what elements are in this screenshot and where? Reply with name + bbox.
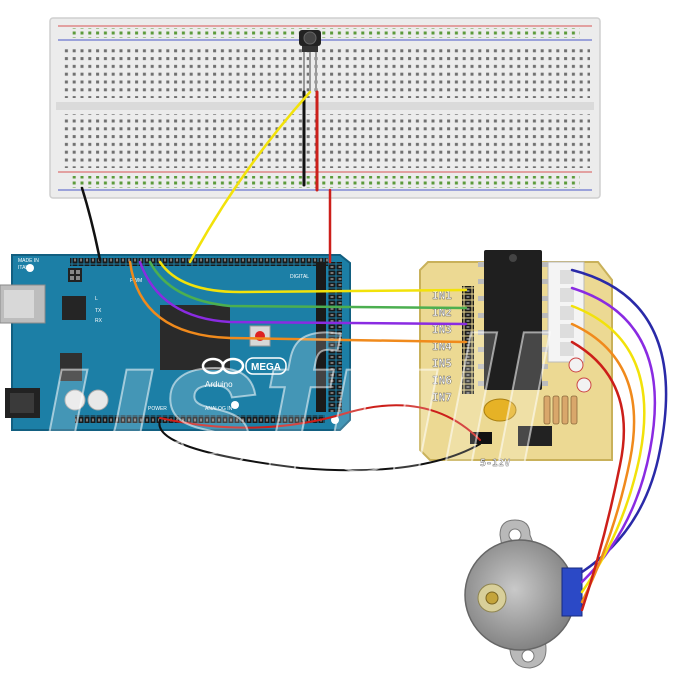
in3-wire: [138, 260, 468, 326]
breadboard: [49, 17, 601, 199]
digital-label: DIGITAL: [290, 274, 309, 280]
in5-label: IN5: [432, 357, 452, 370]
in2-label: IN2: [432, 306, 452, 319]
in2-wire: [148, 260, 468, 310]
usb-port-icon: [0, 284, 46, 324]
motor-orange-wire: [570, 322, 636, 604]
brand-label: Arduino: [205, 380, 233, 389]
in4-wire: [128, 260, 468, 344]
made-in-label: MADE IN: [18, 258, 39, 264]
stepper-motor-icon: [464, 519, 583, 669]
infinity-logo-icon: [201, 357, 245, 375]
wires: [80, 90, 668, 612]
in7-label: IN7: [432, 391, 452, 404]
model-label: MEGA: [251, 362, 281, 373]
in1-wire: [158, 260, 468, 294]
digital-header-side: [328, 262, 342, 412]
l-led-label: L: [95, 296, 98, 302]
motor-blue-wire: [570, 268, 668, 574]
digital-header-top: [70, 258, 328, 266]
driver-vcc-wire: [159, 404, 481, 441]
power-analog-header: [75, 415, 325, 423]
in3-label: IN3: [432, 323, 452, 336]
in4-label: IN4: [432, 340, 452, 353]
power-jack-icon: [5, 388, 40, 418]
tx-label: TX: [95, 308, 102, 314]
analog-in-label: ANALOG IN: [205, 406, 233, 412]
black-gnd-wire: [80, 186, 102, 262]
motor-purple-wire: [570, 286, 657, 584]
arduino-mega-board: MADE IN ITALY PWM TX RX L POWER ANALOG I…: [0, 254, 351, 431]
motor-yellow-wire: [570, 304, 646, 594]
in1-label: IN1: [432, 289, 452, 302]
driver-gnd-wire: [158, 419, 481, 472]
watermark-text: usfull: [40, 299, 551, 511]
voltage-label: 5-12V: [480, 458, 510, 469]
in6-label: IN6: [432, 374, 452, 387]
pwm-label: PWM: [130, 278, 142, 284]
uln2003-chip: [484, 250, 542, 390]
ir-receiver-icon: [299, 30, 321, 92]
uln2003-driver-board: IN1 IN2 IN3 IN4 IN5 IN6 IN7 5-12V: [419, 250, 613, 469]
country-label: ITALY: [18, 265, 32, 271]
ir-signal-wire: [188, 90, 312, 264]
motor-red-wire: [570, 340, 626, 612]
rx-label: RX: [95, 318, 103, 324]
power-label: POWER: [148, 406, 167, 412]
